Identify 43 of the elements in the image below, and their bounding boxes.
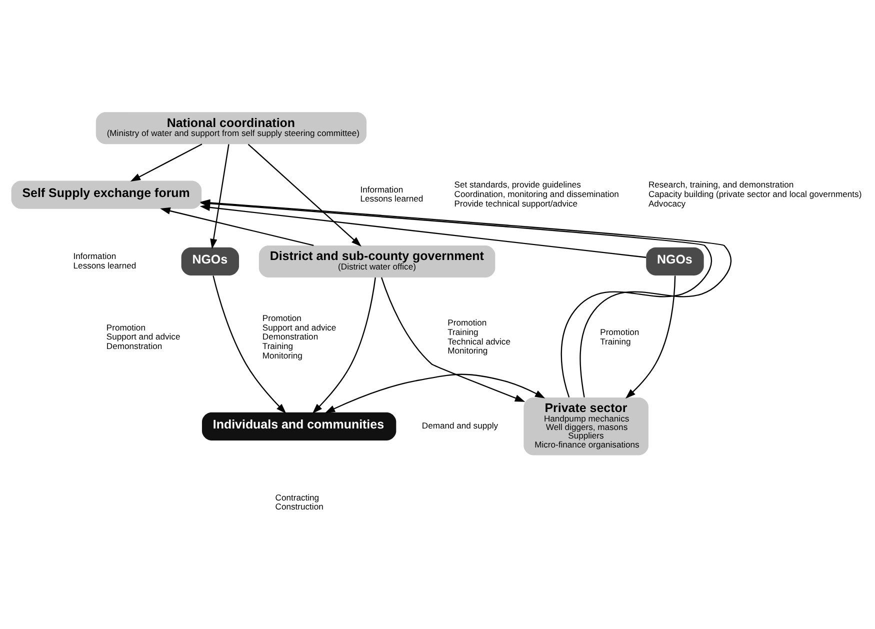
label: Provide technical support/advice [454,198,578,208]
label: Set standards, provide guidelines [454,180,581,190]
node-box: Individuals and communities [202,412,396,440]
label: Training [448,327,478,338]
node-box: Private sector Handpump mechanics Well diggers, masons Suppliers Micro-finance organisations [524,398,648,456]
arrow [324,374,546,414]
node-box: National coordination (Ministry of water and support from self supply steering committee) [96,112,367,144]
label: Promotion [106,322,146,332]
arrow [312,277,376,414]
label: Monitoring [448,346,488,356]
label: Capacity building (private sector and local governments) [648,188,862,199]
arrow [160,207,314,246]
arrow [248,144,362,247]
arrow [380,277,526,402]
label: Training [262,341,294,352]
label: Technical advice [448,336,510,346]
node-box: District and sub-county government (District water office) [258,245,496,278]
label: Information [360,184,404,194]
arrow [212,276,286,414]
label: Promotion [262,312,302,323]
label: Construction [275,502,324,512]
label: Contracting [275,492,320,502]
node-box: NGOs [181,247,240,276]
label: Demonstration [106,341,162,352]
label: Advocacy [648,198,686,208]
label: Support and advice [106,332,180,342]
label: Demand and supply [422,420,498,431]
arrow [625,276,676,399]
label: Lessons learned [73,260,136,270]
label: Support and advice [262,322,336,332]
arrow [130,144,202,182]
node-box: NGOs [646,247,704,276]
label: Promotion [600,327,640,338]
label: Information [73,250,116,261]
node-box: Self Supply exchange forum [11,180,202,209]
label: Monitoring [262,350,302,360]
arrow [210,144,230,250]
label: Demonstration [262,332,318,342]
label: Promotion [448,318,487,328]
label: Coordination, monitoring and dissemination [454,188,619,199]
label: Lessons learned [360,194,424,204]
label: Training [600,336,631,346]
label: Research, training, and demonstration [648,180,794,190]
